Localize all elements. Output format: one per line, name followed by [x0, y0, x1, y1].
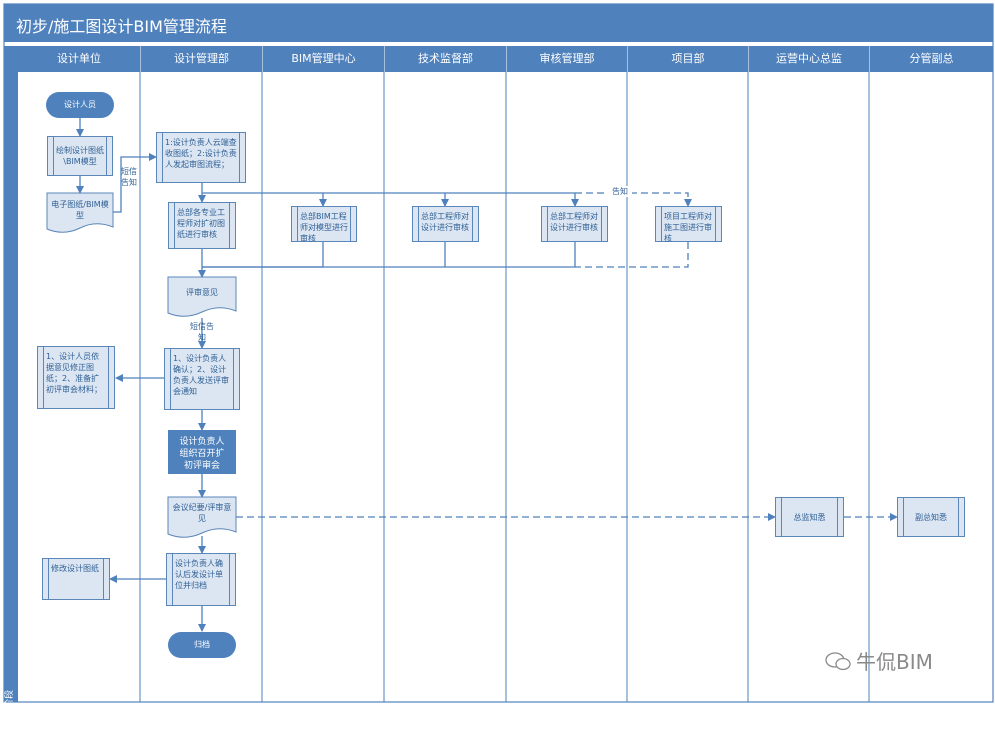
- audit-review-text: 总部工程师对设计进行审核: [550, 212, 598, 232]
- receive-drawings-step: 1:设计负责人云端查收图纸；2:设计负责人发起审图流程；: [156, 132, 246, 183]
- tech-review-step: 总部工程师对设计进行审核: [412, 206, 479, 242]
- opinion-text: 评审意见: [186, 288, 218, 297]
- opinion-shape: [167, 276, 237, 317]
- notify-label: 告知: [608, 186, 632, 197]
- draw-drawings-step: 绘制设计图纸\BIM模型: [47, 136, 113, 176]
- sms-notify-label-1: 短信告知: [121, 167, 137, 187]
- flow-diagram: [3, 3, 994, 703]
- director-aware-text: 总监知悉: [793, 513, 826, 522]
- lane-header-tech-supervision: 技术监督部: [385, 46, 506, 72]
- wechat-icon: [825, 652, 851, 671]
- lane-dividers: [139, 46, 870, 702]
- phase-bar: 扩初设计阶段: [4, 46, 18, 744]
- receive-drawings-text: 1:设计负责人云端查收图纸；2:设计负责人发起审图流程；: [165, 138, 237, 169]
- lane-header-operations-director: 运营中心总监: [749, 46, 869, 72]
- archive-terminal: 归档: [168, 632, 236, 658]
- revise-prepare-step: 1、设计人员依据意见修正图纸；2、准备扩初评审会材料；: [37, 346, 115, 409]
- review-meeting-step: 设计负责人组织召开扩初评审会: [168, 430, 236, 474]
- final-confirm-text: 设计负责人确认后发设计单位并归档: [175, 559, 223, 590]
- lane-header-design-unit: 设计单位: [18, 46, 140, 72]
- audit-review-step: 总部工程师对设计进行审核: [541, 206, 608, 242]
- revise-prepare-text: 1、设计人员依据意见修正图纸；2、准备扩初评审会材料；: [46, 352, 102, 394]
- tech-review-text: 总部工程师对设计进行审核: [421, 212, 469, 232]
- vp-aware-text: 副总知悉: [915, 513, 947, 522]
- confirm-text: 1、设计负责人确认；2、设计负责人发送评审会通知: [173, 354, 229, 396]
- sms-notify-label-2: 短信告知: [190, 322, 214, 342]
- confirm-step: 1、设计负责人确认；2、设计负责人发送评审会通知: [164, 348, 240, 410]
- vp-aware-step: 副总知悉: [897, 497, 965, 537]
- final-confirm-step: 设计负责人确认后发设计单位并归档: [166, 553, 236, 606]
- lane-header-design-management: 设计管理部: [141, 46, 262, 72]
- dept-review-step: 总部各专业工程师对扩初图纸进行审核: [168, 202, 236, 249]
- draw-drawings-text: 绘制设计图纸\BIM模型: [56, 146, 104, 166]
- page-title: 初步/施工图设计BIM管理流程: [16, 17, 227, 36]
- minutes-shape: [167, 496, 237, 538]
- modify-drawings-step: 修改设计图纸: [42, 558, 110, 600]
- dept-review-text: 总部各专业工程师对扩初图纸进行审核: [177, 208, 225, 239]
- lane-header-audit-management: 审核管理部: [507, 46, 627, 72]
- lane-header-vice-president: 分管副总: [870, 46, 993, 72]
- bim-review-step: 总部BIM工程师对模型进行审核: [291, 206, 357, 243]
- modify-drawings-text: 修改设计图纸: [51, 564, 99, 573]
- project-review-text: 项目工程师对施工图进行审核: [664, 212, 712, 243]
- lane-header-project-dept: 项目部: [628, 46, 748, 72]
- review-meeting-text: 设计负责人组织召开扩初评审会: [179, 437, 225, 471]
- phase-label: 扩初设计阶段: [5, 689, 15, 744]
- edoc-text: 电子图纸/BIM模型: [51, 200, 109, 220]
- bim-review-text: 总部BIM工程师对模型进行审核: [300, 212, 348, 243]
- director-aware-step: 总监知悉: [775, 497, 844, 537]
- edoc-shape: [46, 192, 114, 233]
- title-bar: 初步/施工图设计BIM管理流程: [4, 4, 993, 42]
- minutes-text: 会议纪要/评审意见: [172, 503, 232, 523]
- project-review-step: 项目工程师对施工图进行审核: [655, 206, 722, 243]
- designer-terminal: 设计人员: [46, 92, 114, 118]
- lane-header-bim-center: BIM管理中心: [263, 46, 384, 72]
- watermark: 牛侃BIM: [856, 650, 933, 674]
